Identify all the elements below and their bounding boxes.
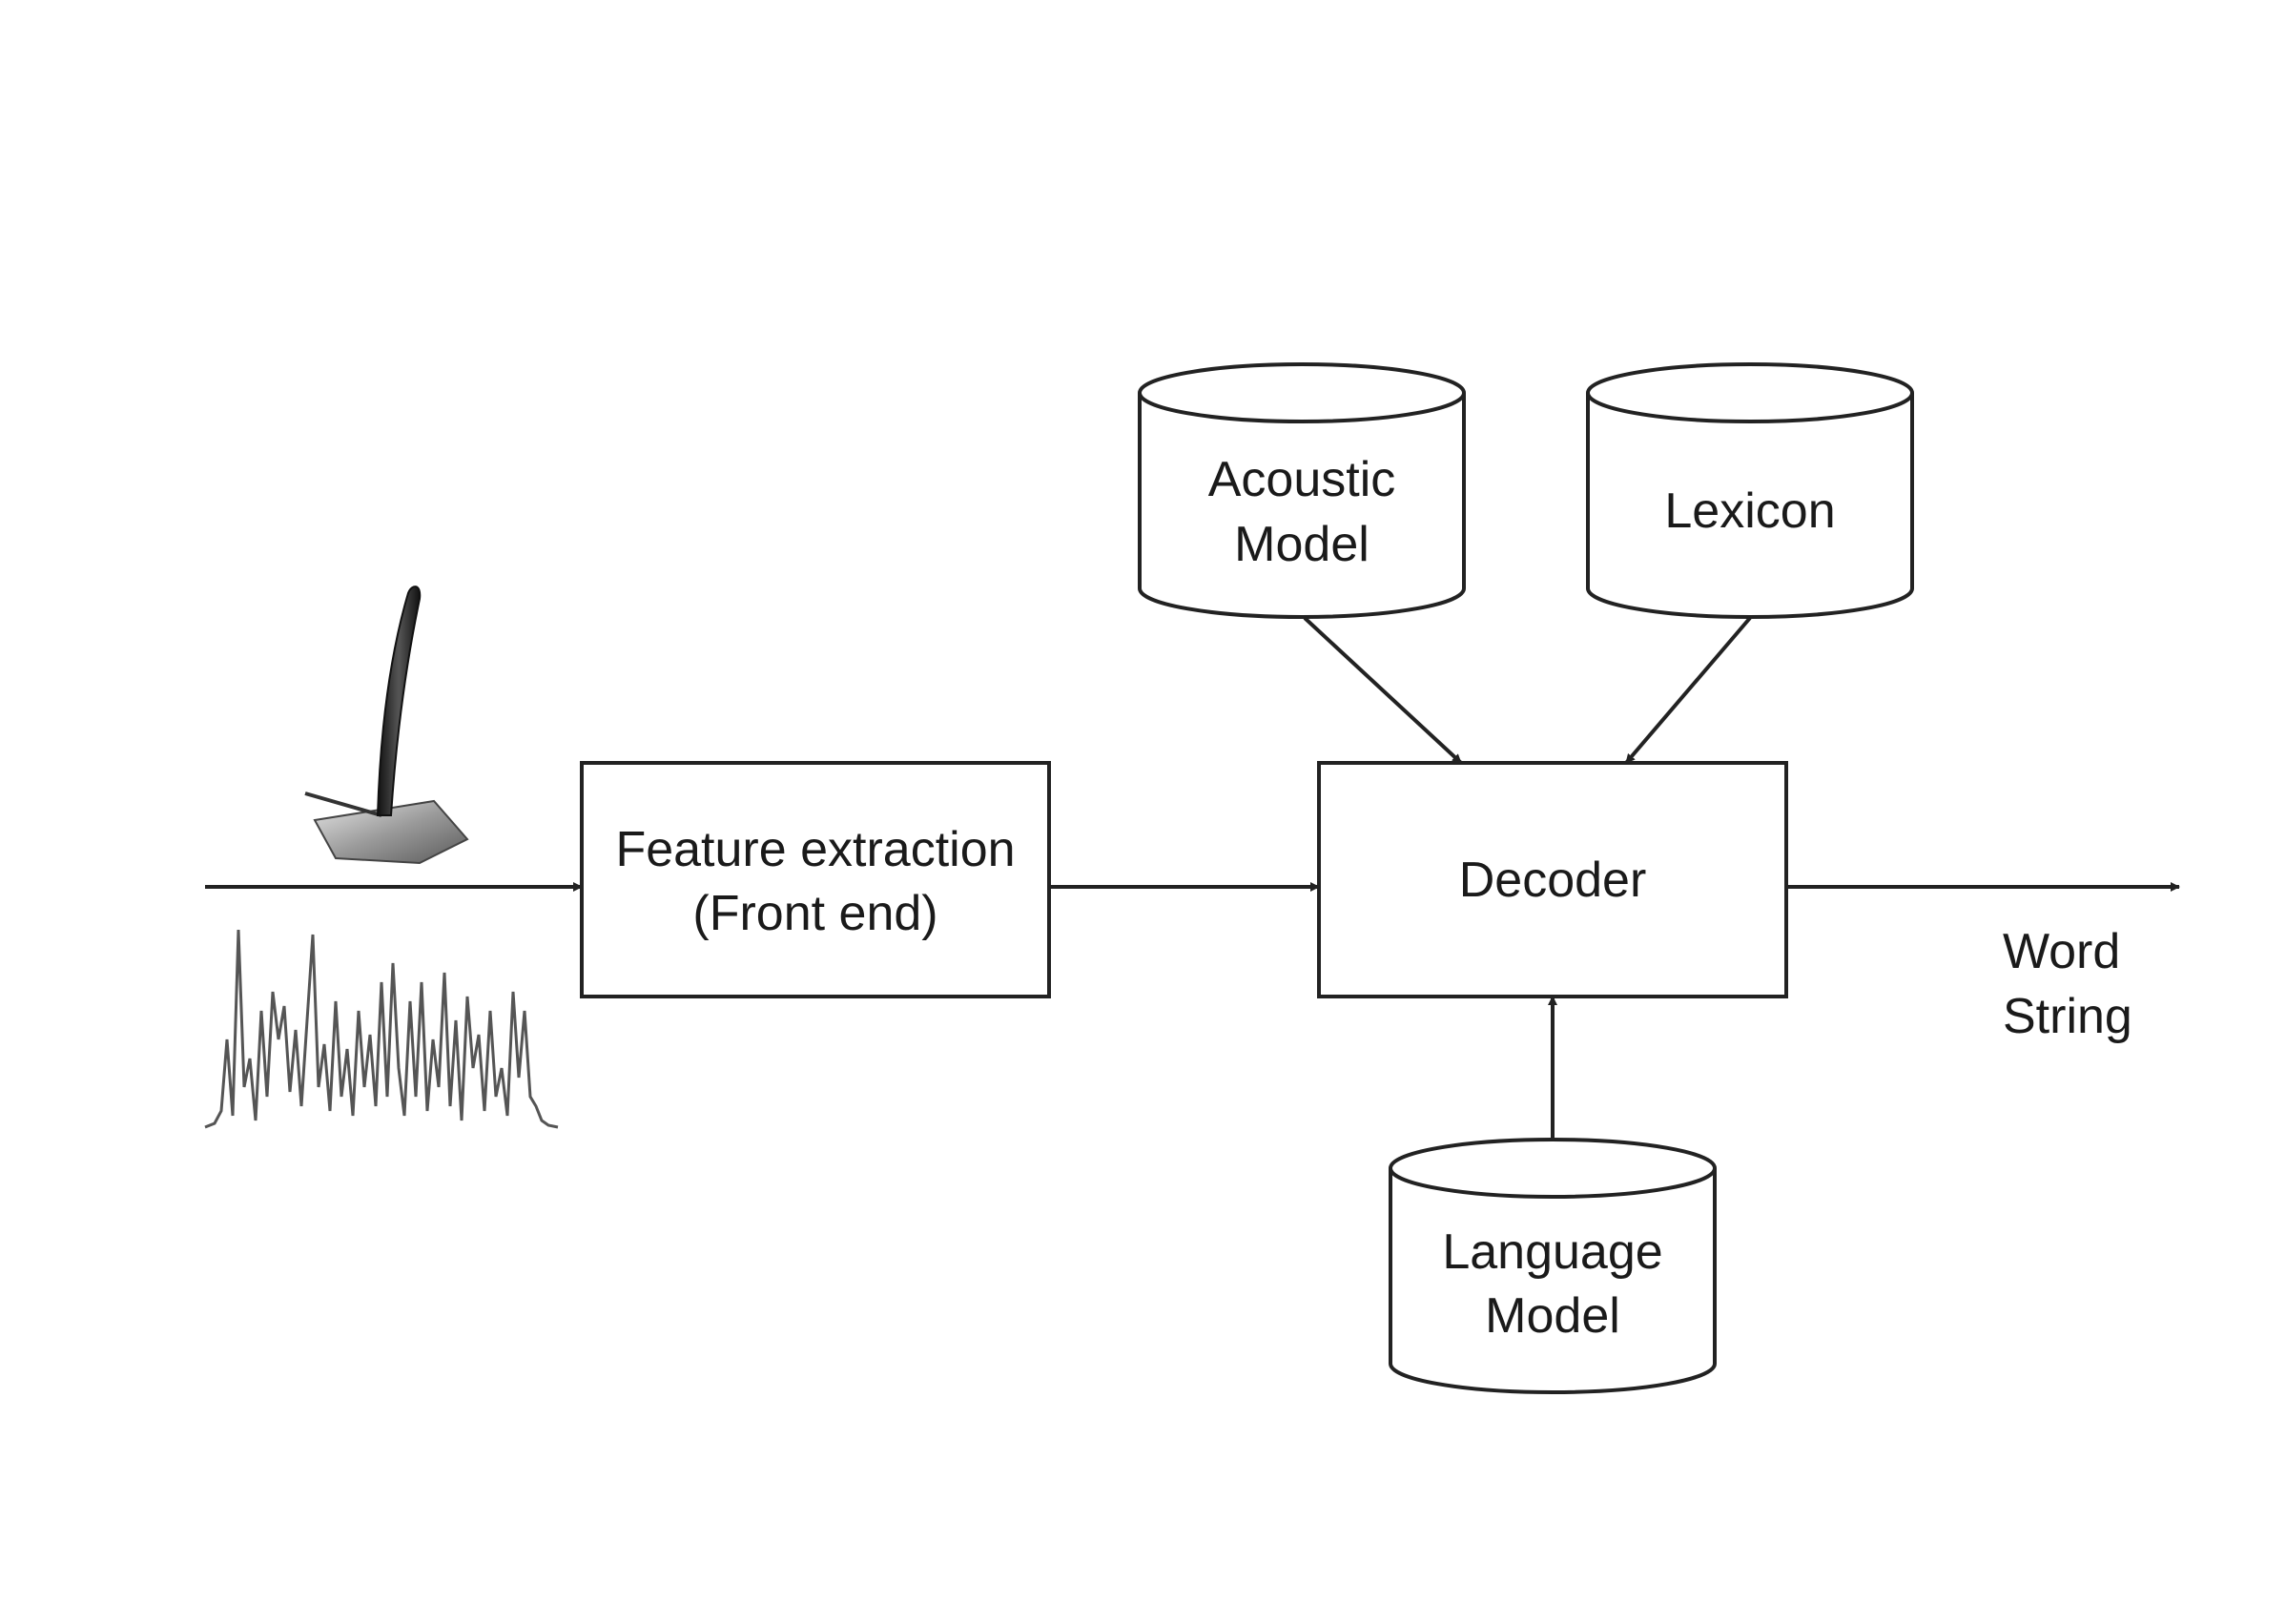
word-label: Word <box>2003 924 2120 979</box>
acoustic-label: Acoustic <box>1208 452 1396 507</box>
feature-extraction-label: Feature extraction <box>615 822 1015 877</box>
language-model-node: Language Model <box>1389 1138 1717 1394</box>
front-end-label: (Front end) <box>692 886 937 941</box>
edge-acoustic-model-to-decoder <box>1303 616 1463 765</box>
decoder-label: Decoder <box>1459 853 1647 908</box>
lexicon-node: Lexicon <box>1586 362 1914 619</box>
acoustic-model-label: Model <box>1234 517 1370 572</box>
string-label: String <box>2003 989 2132 1044</box>
speech-waveform-icon <box>204 929 559 1129</box>
language-model-label: Model <box>1485 1288 1620 1344</box>
acoustic-model-node: Acoustic Model <box>1138 362 1466 619</box>
decoder-node: Decoder <box>1317 761 1788 998</box>
word-string-output: Word String <box>2003 924 2132 1044</box>
lexicon-label: Lexicon <box>1664 483 1835 539</box>
feature-extraction-node: Feature extraction (Front end) <box>580 761 1051 998</box>
edge-lexicon-to-decoder <box>1624 616 1752 765</box>
microphone-icon <box>304 586 469 865</box>
language-label: Language <box>1442 1224 1662 1280</box>
